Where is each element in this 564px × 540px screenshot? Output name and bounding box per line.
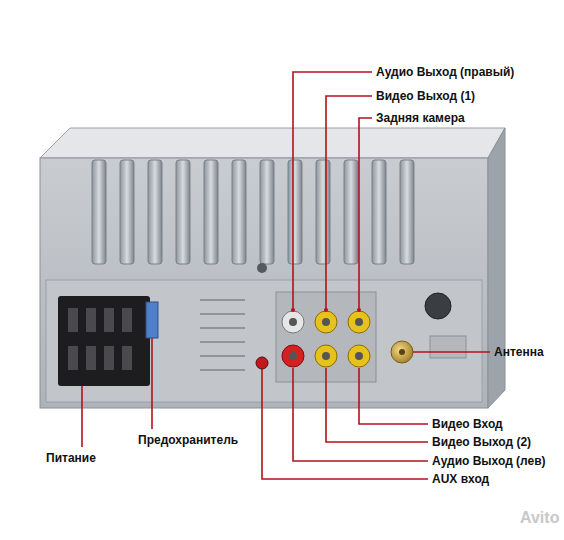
vent-slot xyxy=(200,355,245,357)
connector-pin xyxy=(68,346,78,370)
connector-pin xyxy=(122,346,132,370)
callout-label: Предохранитель xyxy=(138,432,238,448)
cooling-rib xyxy=(92,160,106,264)
callout-label: Видео Выход (1) xyxy=(376,88,475,104)
connector-pin xyxy=(86,346,96,370)
connector-pin xyxy=(68,308,78,332)
callout-label: Питание xyxy=(46,450,96,466)
cooling-rib xyxy=(344,160,358,264)
cooling-rib xyxy=(372,160,386,264)
cooling-rib xyxy=(204,160,218,264)
callout-label: Задняя камера xyxy=(376,110,465,126)
callout-label: Аудио Выход (лев) xyxy=(432,453,546,469)
connector-pin xyxy=(104,308,114,332)
vent-slot xyxy=(200,341,245,343)
callout-label: Антенна xyxy=(494,344,544,360)
callout-label: Видео Вход xyxy=(432,416,503,432)
vent-slot xyxy=(200,313,245,315)
cooling-rib xyxy=(316,160,330,264)
vent-slot xyxy=(200,369,245,371)
connector-pin xyxy=(122,308,132,332)
watermark: Avito xyxy=(520,510,559,526)
cooling-rib xyxy=(176,160,190,264)
cooling-rib xyxy=(120,160,134,264)
connector-pin xyxy=(86,308,96,332)
callout-label: Видео Выход (2) xyxy=(432,434,531,450)
cooling-rib xyxy=(288,160,302,264)
callout-label: AUX вход xyxy=(432,471,489,487)
vent-slot xyxy=(200,327,245,329)
cooling-rib xyxy=(260,160,274,264)
connector-pin xyxy=(104,346,114,370)
vent-slot xyxy=(200,299,245,301)
cooling-rib xyxy=(232,160,246,264)
callout-label: Аудио Выход (правый) xyxy=(376,64,514,80)
cooling-rib xyxy=(400,160,414,264)
cooling-rib xyxy=(148,160,162,264)
